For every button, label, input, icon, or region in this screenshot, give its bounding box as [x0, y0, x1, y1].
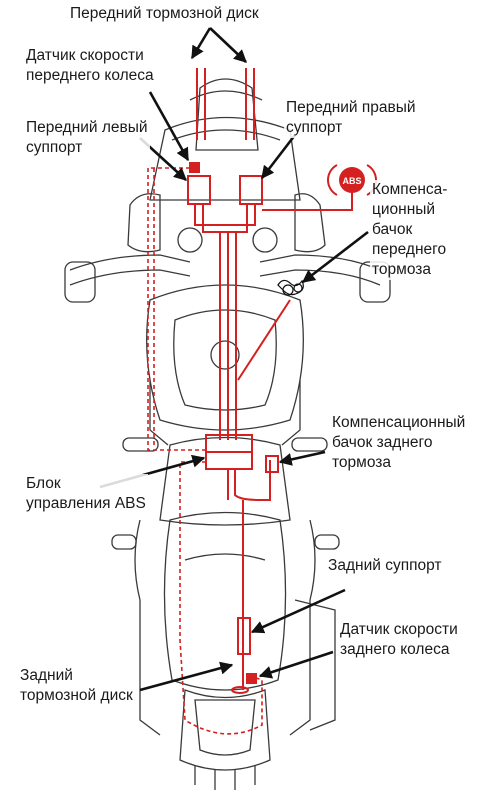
arrow-front-disc-left [192, 28, 210, 58]
label-rear-disc: Задний тормозной диск [18, 666, 135, 706]
label-front-disc: Передний тормозной диск [68, 4, 261, 24]
front-reservoir-mark [278, 280, 303, 295]
arrow-front-disc-right [210, 28, 246, 62]
abs-warning-lamp: ABS [328, 165, 376, 195]
label-front-left-caliper: Передний левый суппорт [24, 118, 150, 158]
arrow-rear-wheel-sensor [260, 652, 333, 676]
arrow-rear-reservoir [280, 452, 325, 462]
label-rear-caliper: Задний суппорт [326, 556, 444, 576]
label-front-right-caliper: Передний правый суппорт [284, 98, 418, 138]
label-rear-reservoir: Компенсационный бачок заднего тормоза [330, 413, 467, 473]
label-abs-unit: Блок управления ABS [24, 474, 148, 514]
arrow-front-wheel-sensor [150, 92, 188, 160]
arrow-front-reservoir [303, 232, 368, 282]
abs-badge-text: ABS [342, 176, 361, 186]
label-rear-wheel-sensor: Датчик скорости заднего колеса [338, 620, 460, 660]
label-front-wheel-sensor: Датчик скорости переднего колеса [24, 46, 156, 86]
arrow-rear-caliper [252, 590, 345, 632]
arrow-front-right-caliper [262, 135, 295, 178]
label-front-reservoir: Компенса- ционный бачок переднего тормоз… [370, 180, 449, 280]
arrow-rear-disc [140, 665, 232, 690]
